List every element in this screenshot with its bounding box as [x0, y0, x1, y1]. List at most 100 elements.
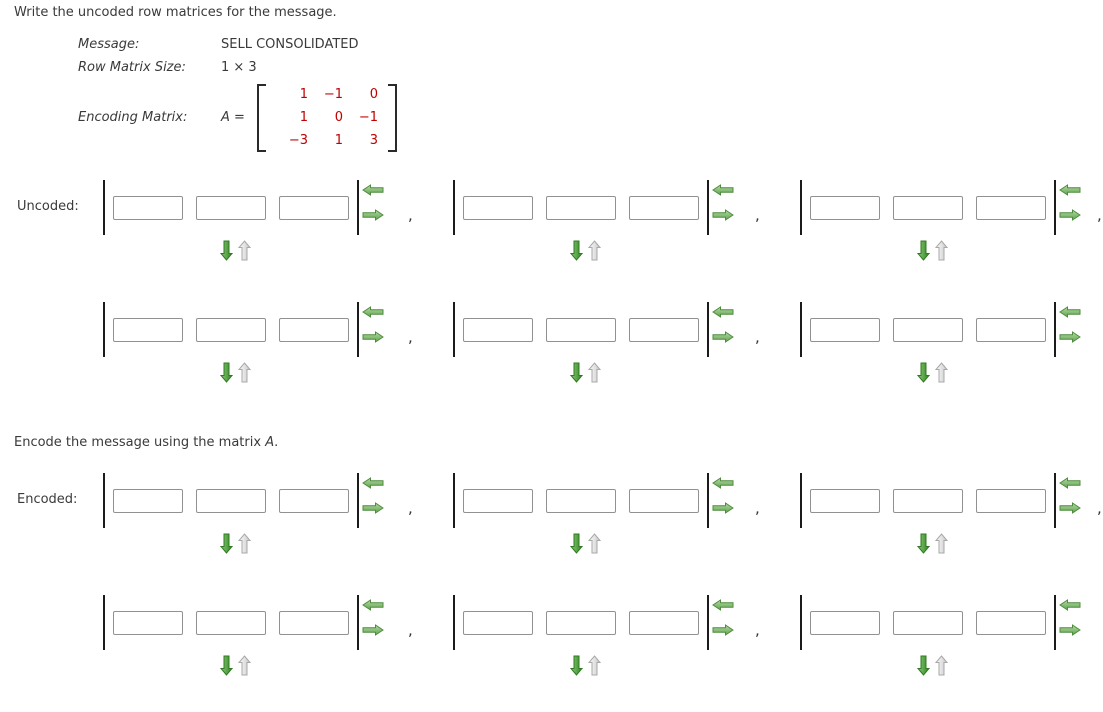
answer-matrix [453, 180, 734, 261]
add-row-arrow-icon[interactable] [916, 533, 930, 554]
remove-row-arrow-icon[interactable] [587, 533, 601, 554]
remove-column-arrow-icon[interactable] [712, 599, 734, 611]
remove-column-arrow-icon[interactable] [362, 306, 384, 318]
remove-row-arrow-icon[interactable] [237, 240, 251, 261]
remove-row-arrow-icon[interactable] [934, 655, 948, 676]
answer-matrix [800, 302, 1081, 383]
matrix-cell-input[interactable] [810, 317, 880, 342]
add-column-arrow-icon[interactable] [362, 209, 384, 221]
add-row-arrow-icon[interactable] [569, 655, 583, 676]
add-row-arrow-icon[interactable] [219, 533, 233, 554]
add-row-arrow-icon[interactable] [219, 362, 233, 383]
add-row-arrow-icon[interactable] [916, 362, 930, 383]
add-column-arrow-icon[interactable] [712, 331, 734, 343]
matrix-cell-input[interactable] [113, 317, 183, 342]
matrix-cell-input[interactable] [196, 195, 266, 220]
matrix-cell-input[interactable] [893, 610, 963, 635]
matrix-cell-input[interactable] [629, 195, 699, 220]
remove-column-arrow-icon[interactable] [1059, 477, 1081, 489]
add-column-arrow-icon[interactable] [1059, 624, 1081, 636]
add-column-arrow-icon[interactable] [712, 209, 734, 221]
remove-column-arrow-icon[interactable] [1059, 599, 1081, 611]
answer-matrix [800, 595, 1081, 676]
add-column-arrow-icon[interactable] [1059, 331, 1081, 343]
matrix-cell-input[interactable] [463, 610, 533, 635]
answer-matrix [800, 180, 1081, 261]
encoded-instruction-text: Encode the message using the matrix [14, 435, 266, 450]
add-row-arrow-icon[interactable] [569, 362, 583, 383]
remove-column-arrow-icon[interactable] [362, 184, 384, 196]
add-column-arrow-icon[interactable] [712, 624, 734, 636]
matrix-cell-input[interactable] [279, 195, 349, 220]
matrix-cell-input[interactable] [546, 610, 616, 635]
remove-column-arrow-icon[interactable] [712, 477, 734, 489]
add-row-arrow-icon[interactable] [569, 533, 583, 554]
remove-row-arrow-icon[interactable] [934, 240, 948, 261]
remove-column-arrow-icon[interactable] [362, 599, 384, 611]
matrix-cell-input[interactable] [629, 317, 699, 342]
matrix-cell-input[interactable] [113, 610, 183, 635]
add-column-arrow-icon[interactable] [362, 502, 384, 514]
matrix-cell-input[interactable] [810, 610, 880, 635]
remove-column-arrow-icon[interactable] [712, 306, 734, 318]
matrix-cell-input[interactable] [463, 195, 533, 220]
remove-column-arrow-icon[interactable] [362, 477, 384, 489]
uncoded-label: Uncoded: [17, 199, 79, 214]
matrix-cell-input[interactable] [113, 195, 183, 220]
remove-row-arrow-icon[interactable] [934, 533, 948, 554]
uncoded-instruction: Write the uncoded row matrices for the m… [14, 5, 337, 20]
matrix-cell-input[interactable] [893, 317, 963, 342]
matrix-value: 0 [369, 87, 378, 102]
matrix-cell-input[interactable] [113, 488, 183, 513]
remove-row-arrow-icon[interactable] [587, 362, 601, 383]
remove-column-arrow-icon[interactable] [1059, 184, 1081, 196]
matrix-cell-input[interactable] [546, 317, 616, 342]
add-column-arrow-icon[interactable] [1059, 209, 1081, 221]
matrix-cell-input[interactable] [893, 195, 963, 220]
matrix-cell-input[interactable] [893, 488, 963, 513]
matrix-left-bracket [453, 180, 455, 235]
matrix-cell-input[interactable] [810, 195, 880, 220]
encoded-label: Encoded: [17, 492, 78, 507]
matrix-value: 3 [369, 133, 378, 148]
matrix-cell-input[interactable] [196, 317, 266, 342]
encoding-matrix-lhs: A = [221, 110, 245, 125]
add-column-arrow-icon[interactable] [1059, 502, 1081, 514]
matrix-cell-input[interactable] [976, 610, 1046, 635]
add-row-arrow-icon[interactable] [219, 240, 233, 261]
matrix-cell-input[interactable] [279, 610, 349, 635]
remove-row-arrow-icon[interactable] [237, 533, 251, 554]
remove-row-arrow-icon[interactable] [237, 655, 251, 676]
remove-row-arrow-icon[interactable] [587, 655, 601, 676]
matrix-cell-input[interactable] [629, 610, 699, 635]
row-matrix-size-value: 1 × 3 [221, 60, 257, 75]
remove-column-arrow-icon[interactable] [1059, 306, 1081, 318]
add-row-arrow-icon[interactable] [916, 240, 930, 261]
add-column-arrow-icon[interactable] [712, 502, 734, 514]
remove-row-arrow-icon[interactable] [934, 362, 948, 383]
add-row-arrow-icon[interactable] [219, 655, 233, 676]
matrix-cell-input[interactable] [976, 317, 1046, 342]
matrix-cell-input[interactable] [976, 195, 1046, 220]
matrix-cell-input[interactable] [546, 195, 616, 220]
matrix-left-bracket [800, 302, 802, 357]
add-column-arrow-icon[interactable] [362, 331, 384, 343]
matrix-cell-input[interactable] [629, 488, 699, 513]
add-row-arrow-icon[interactable] [569, 240, 583, 261]
remove-row-arrow-icon[interactable] [237, 362, 251, 383]
remove-row-arrow-icon[interactable] [587, 240, 601, 261]
matrix-cell-input[interactable] [196, 610, 266, 635]
encoding-matrix: 1 −1 0 1 0 −1 −3 1 3 [257, 84, 397, 152]
matrix-cell-input[interactable] [279, 317, 349, 342]
matrix-cell-input[interactable] [546, 488, 616, 513]
matrix-cell-input[interactable] [976, 488, 1046, 513]
matrix-cell-input[interactable] [196, 488, 266, 513]
matrix-cell-input[interactable] [463, 317, 533, 342]
matrix-cell-input[interactable] [279, 488, 349, 513]
matrix-cell-input[interactable] [810, 488, 880, 513]
add-column-arrow-icon[interactable] [362, 624, 384, 636]
remove-column-arrow-icon[interactable] [712, 184, 734, 196]
add-row-arrow-icon[interactable] [916, 655, 930, 676]
matrix-cell-input[interactable] [463, 488, 533, 513]
matrix-right-bracket [357, 595, 359, 650]
